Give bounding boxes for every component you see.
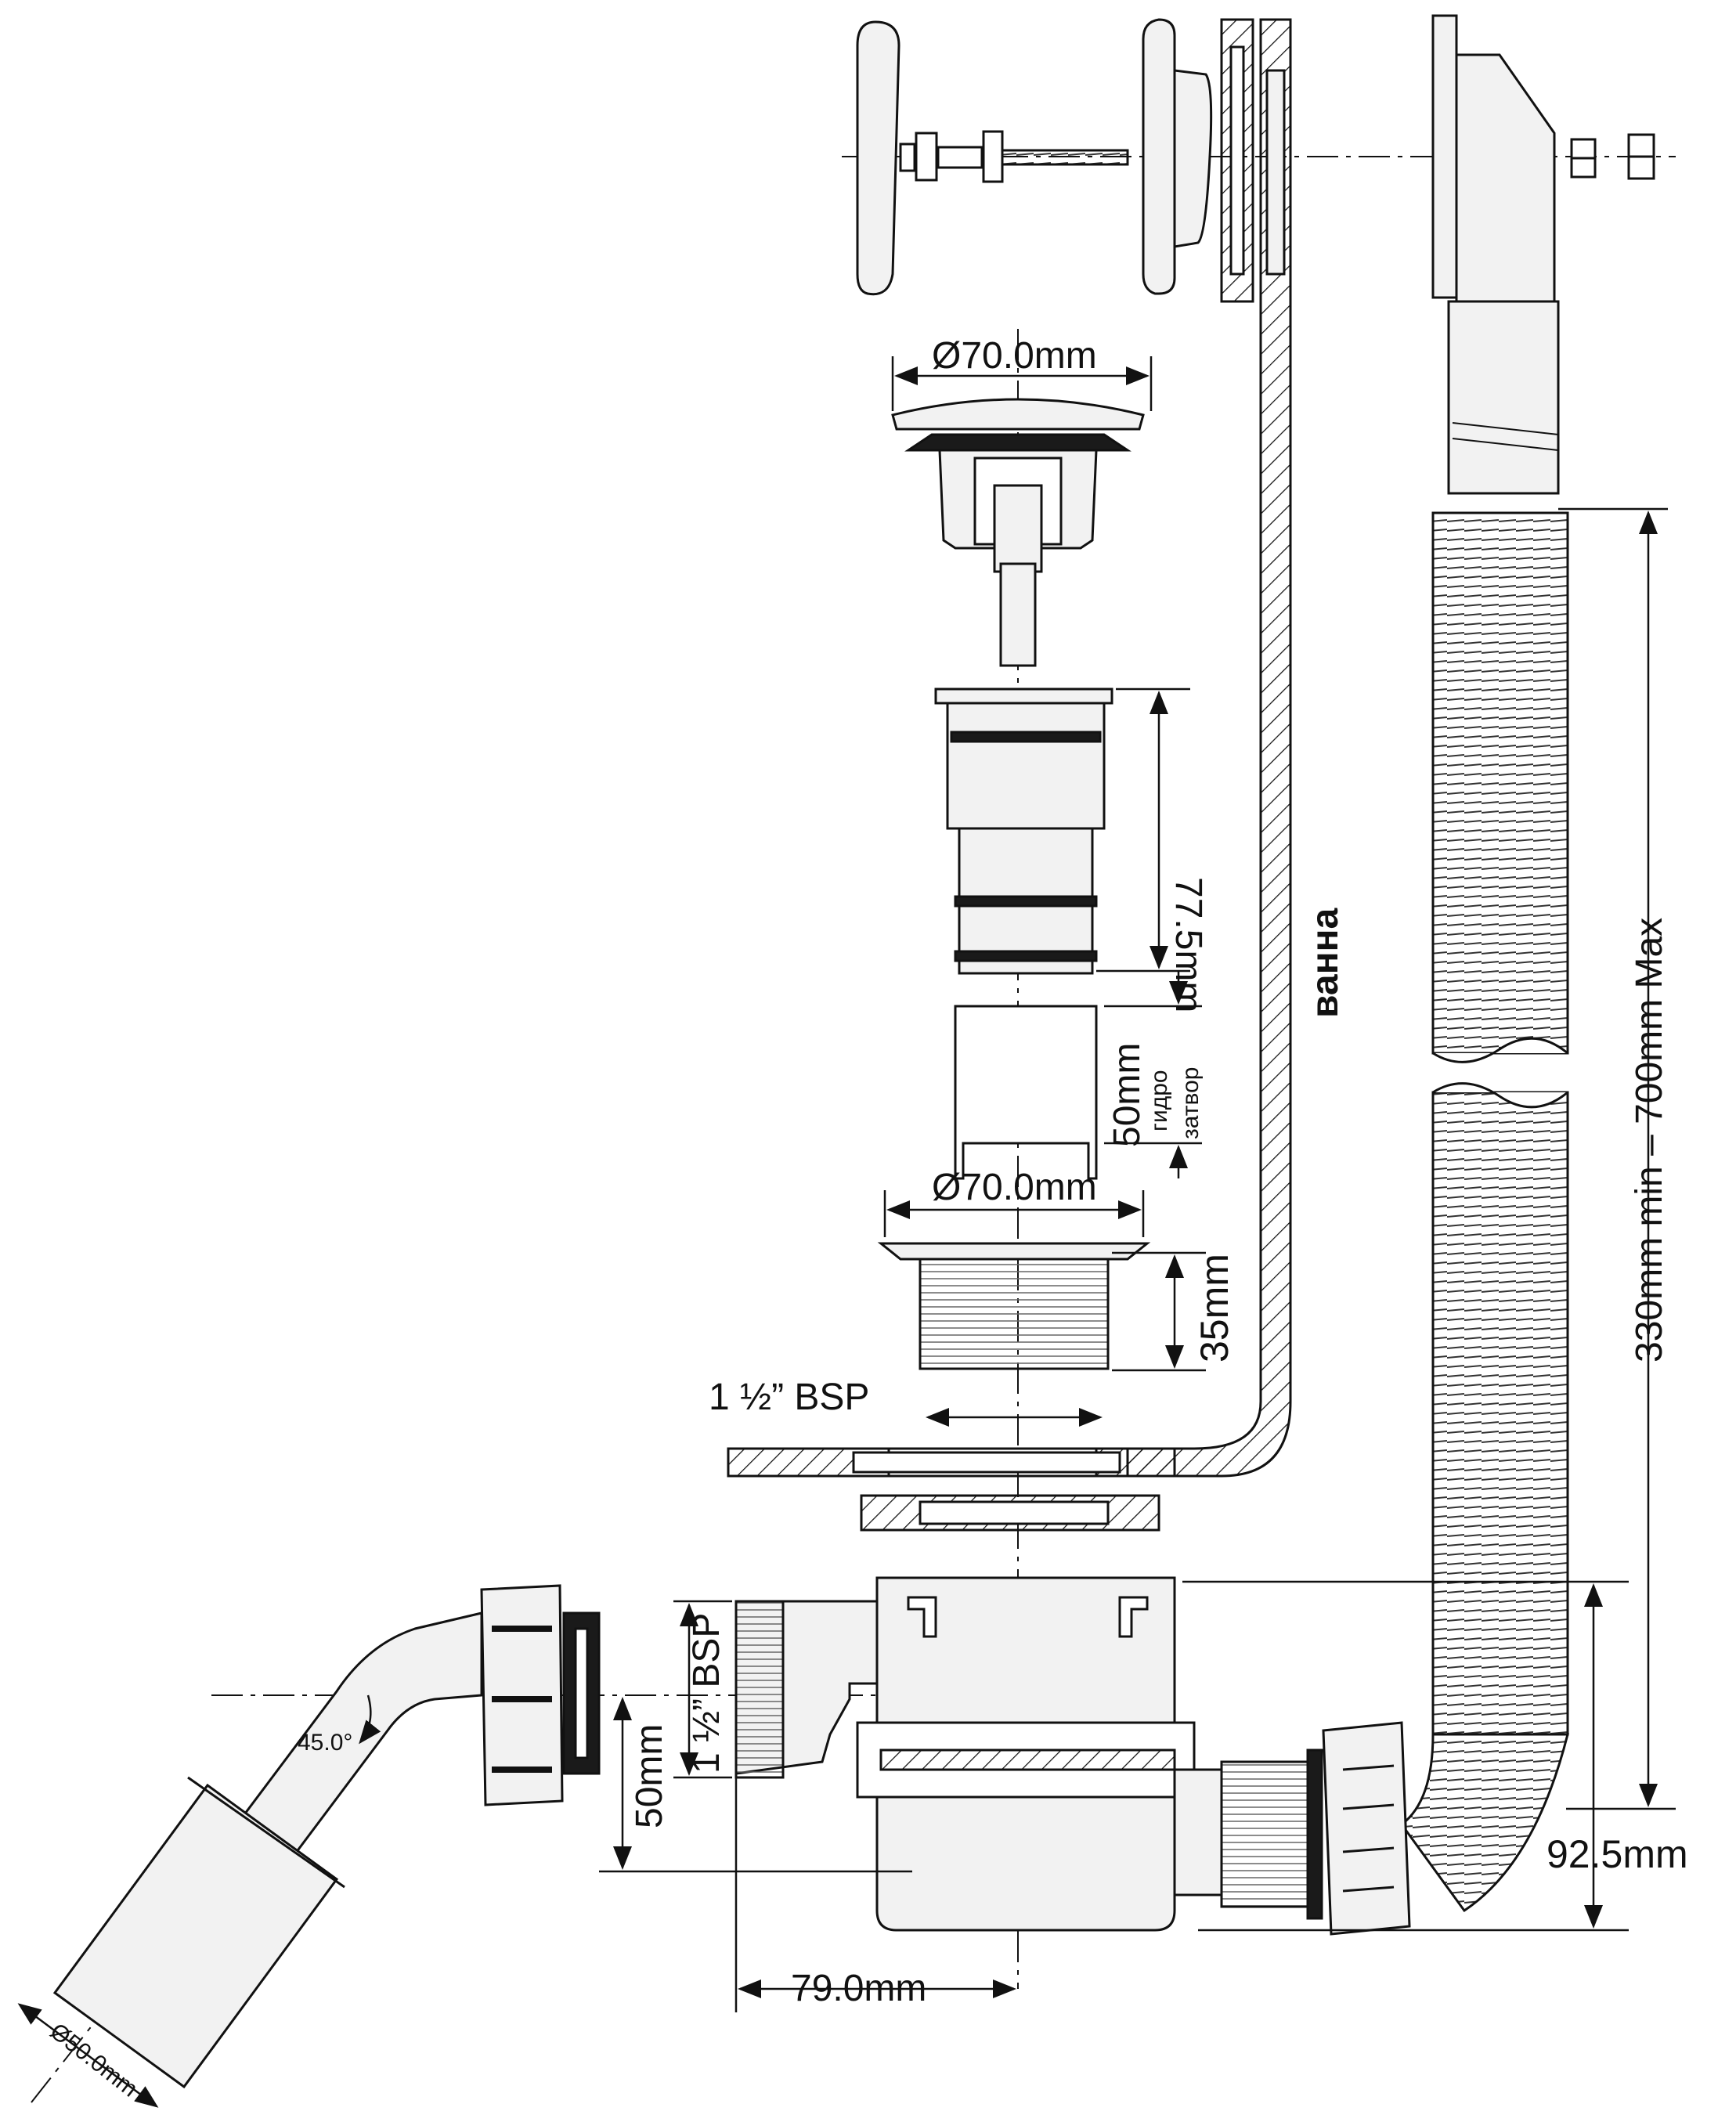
dimension-lines bbox=[17, 356, 1676, 2108]
overflow-elbow bbox=[1431, 14, 1655, 495]
overflow-plate bbox=[1142, 18, 1176, 295]
trap-body bbox=[734, 1576, 1411, 1936]
overflow-cover-assembly bbox=[856, 18, 1254, 303]
label-angle: 45.0° bbox=[298, 1730, 352, 1756]
water-seal-insert bbox=[954, 1005, 1098, 1180]
overflow-cap bbox=[856, 20, 900, 296]
left-union-nut bbox=[480, 1584, 564, 1806]
right-union-nut bbox=[1322, 1721, 1411, 1936]
corrugated-hose bbox=[1399, 511, 1569, 1913]
plug-assembly bbox=[891, 398, 1145, 667]
tailpiece bbox=[934, 687, 1113, 975]
plug-cap bbox=[891, 398, 1145, 431]
label-outlet-height: 50mm bbox=[629, 1724, 670, 1828]
nut-3 bbox=[937, 146, 983, 169]
lock-nut bbox=[860, 1494, 1160, 1532]
overflow-cup bbox=[1173, 69, 1213, 248]
outlet-elbow bbox=[52, 1584, 601, 2089]
label-height-92: 92.5mm bbox=[1547, 1832, 1688, 1876]
label-water-seal-word1: гидро bbox=[1146, 1070, 1172, 1131]
label-offset-79: 79.0mm bbox=[791, 1968, 926, 2009]
nut-1 bbox=[899, 143, 916, 172]
label-water-seal-50: 50mm bbox=[1106, 1043, 1148, 1147]
drain-flange bbox=[877, 1242, 1151, 1370]
label-diameter-mid: Ø70.0mm bbox=[932, 1167, 1097, 1208]
label-diameter-top: Ø70.0mm bbox=[932, 335, 1097, 377]
bath-wall bbox=[727, 18, 1292, 1478]
nut-4 bbox=[982, 130, 1004, 183]
label-length-77: 77.5mm bbox=[1168, 877, 1209, 1012]
bath-label: ванна bbox=[1305, 908, 1346, 1018]
threaded-bolt bbox=[1001, 149, 1129, 166]
nut-2 bbox=[915, 132, 938, 182]
label-thread-bsp-top: 1 ½” BSP bbox=[709, 1377, 869, 1418]
label-thread-bsp-side: 1 ½” BSP bbox=[686, 1613, 727, 1774]
label-height-35: 35mm bbox=[1193, 1254, 1236, 1362]
label-hose-range: 330mm min – 700mm Max bbox=[1629, 918, 1670, 1362]
hose-bend bbox=[1399, 1733, 1569, 1913]
label-water-seal-word2: затвор bbox=[1178, 1067, 1204, 1140]
